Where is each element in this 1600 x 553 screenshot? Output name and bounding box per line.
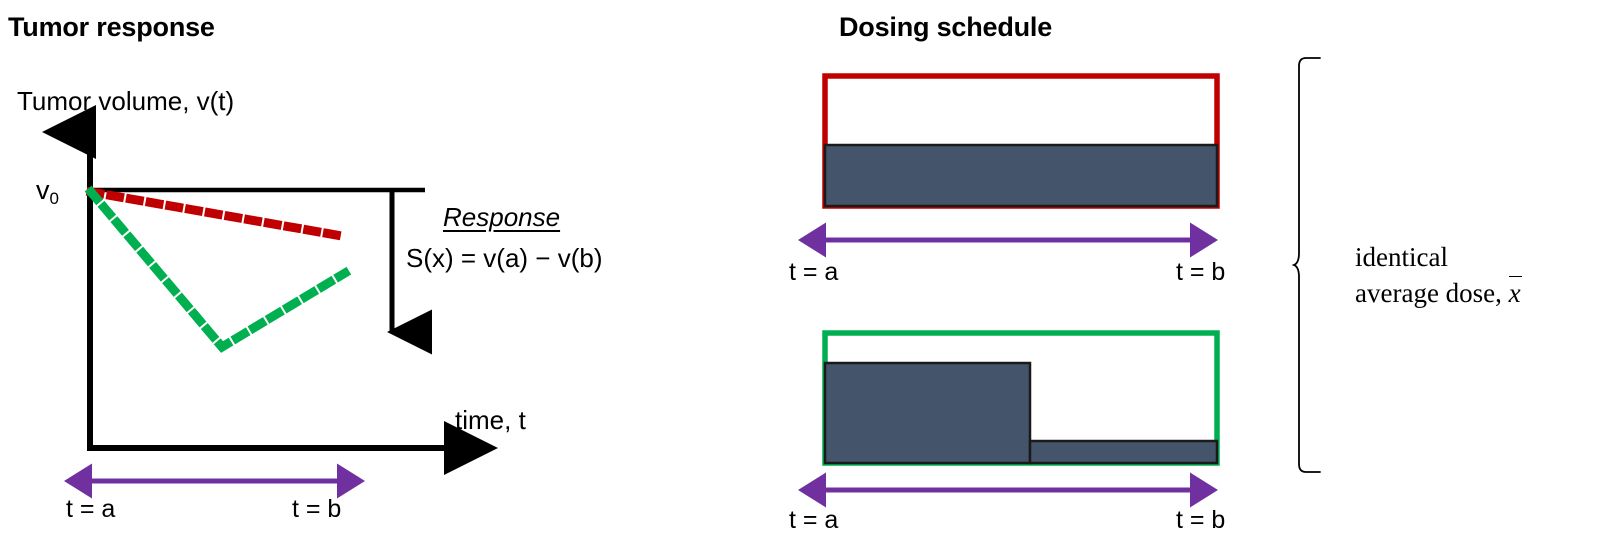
schedule-b-dose-bar-low	[1028, 439, 1219, 465]
response-equation: S(x) = v(a) − v(b)	[406, 243, 603, 273]
identical-dose-note-line2: average dose, x	[1355, 275, 1522, 311]
baseline-v0-label: v0	[36, 175, 59, 208]
identical-dose-note: identical average dose, x	[1355, 240, 1522, 311]
dosing-schedule-plot	[798, 73, 1220, 508]
schedule-a-interval-start-label: t = a	[789, 258, 839, 286]
left-interval-start-label: t = a	[66, 495, 116, 523]
red-response-curve	[85, 186, 348, 242]
identical-dose-note-line1: identical	[1355, 242, 1448, 272]
right-panel-title: Dosing schedule	[839, 12, 1053, 42]
left-interval-end-label: t = b	[292, 495, 342, 523]
x-axis-label: time, t	[455, 405, 526, 435]
schedule-a-interval-end-label: t = b	[1176, 258, 1226, 286]
schedule-a-dose-bar	[823, 143, 1219, 208]
green-response-curve	[84, 185, 352, 353]
schedule-b-interval-end-label: t = b	[1176, 506, 1226, 534]
schedule-b-dose-bar-high	[823, 361, 1032, 465]
identical-dose-note-prefix: average dose,	[1355, 277, 1509, 308]
tumor-response-plot	[42, 105, 498, 499]
response-heading: Response	[443, 202, 561, 232]
schedule-b-interval-start-label: t = a	[789, 506, 839, 534]
left-panel-title: Tumor response	[8, 12, 215, 42]
grouping-brace-icon	[1291, 57, 1321, 473]
x-bar-symbol: x	[1508, 275, 1522, 311]
